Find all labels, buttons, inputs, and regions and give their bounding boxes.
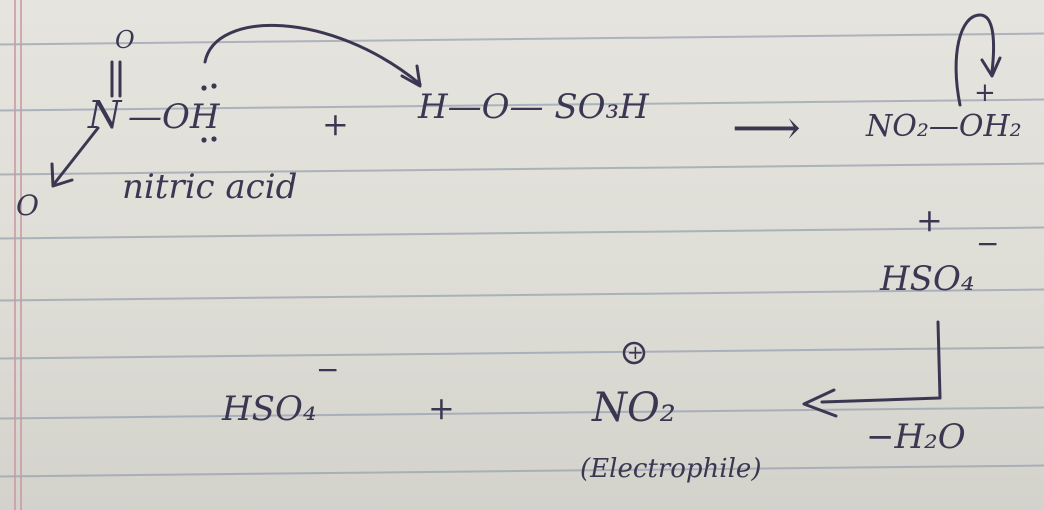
curved-arrow-head: [400, 64, 422, 88]
reaction-arrow: ⟶: [732, 100, 801, 156]
plus-sign: +: [916, 201, 943, 239]
circled-plus-sign: +: [627, 340, 644, 364]
top-oxygen: O: [115, 26, 135, 54]
dative-bond-arrow-head: [50, 162, 74, 188]
elbow-arrow-head: [802, 388, 838, 418]
plus-sign: +: [428, 389, 455, 427]
lone-pair-dot: [211, 83, 217, 89]
nitric-acid-label: nitric acid: [122, 167, 298, 207]
curved-arrow: [203, 23, 422, 86]
dative-bond-arrow: [52, 126, 100, 186]
nitronium-ion: NO₂: [592, 385, 676, 431]
margin-line: [14, 0, 16, 510]
nitrogen-atom: N: [88, 93, 122, 137]
plus-sign: +: [322, 105, 349, 143]
negative-charge: −: [976, 227, 1000, 260]
loop-arrow-head: [980, 56, 1002, 78]
electrophile-label: (Electrophile): [580, 454, 762, 484]
hydroxyl-bond: —OH: [128, 97, 220, 137]
bisulfate-ion-product: HSO₄: [222, 389, 317, 429]
lower-oxygen: O: [16, 189, 39, 222]
negative-charge: −: [316, 353, 340, 386]
margin-line: [20, 0, 22, 510]
positive-charge-circle: [622, 341, 646, 365]
bisulfate-ion: HSO₄: [880, 259, 975, 299]
loop-arrow: [954, 13, 996, 107]
positive-charge: +: [974, 78, 996, 108]
protonated-nitric-acid: NO₂—OH₂: [866, 109, 1022, 144]
lone-pair-dot: [211, 136, 217, 142]
sulfuric-acid: H—O— SO₃H: [418, 87, 649, 127]
water-loss-label: −H₂O: [866, 417, 966, 457]
lone-pair-dot: [201, 85, 207, 91]
lone-pair-dot: [201, 137, 207, 143]
elbow-arrow: [820, 320, 942, 404]
